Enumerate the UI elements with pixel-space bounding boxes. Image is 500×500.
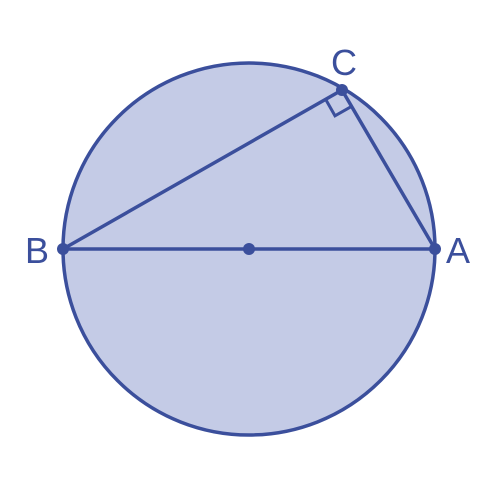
chord-bc [61,88,344,251]
point-a [429,243,441,255]
right-angle-marker [324,98,353,118]
point-c [336,84,348,96]
label-b: B [25,230,49,271]
point-b [57,243,69,255]
label-a: A [446,230,470,271]
label-c: C [331,42,357,83]
center-point [243,243,255,255]
chord-ca [340,88,437,251]
